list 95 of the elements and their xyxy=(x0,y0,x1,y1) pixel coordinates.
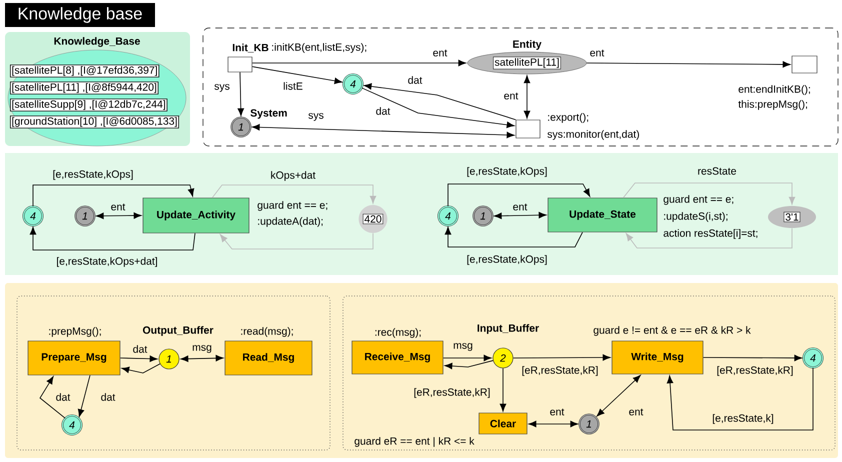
arrow xyxy=(252,66,342,84)
arrow xyxy=(512,354,611,361)
arrow xyxy=(121,363,160,374)
dotted-frame xyxy=(16,296,330,450)
arrow xyxy=(120,356,158,362)
dotted-frame xyxy=(342,296,836,450)
edge-label: dat xyxy=(374,106,392,116)
inscription: guard e != ent & e == eR & kR > k xyxy=(594,326,751,336)
inscription: guard eR == ent | kR <= k xyxy=(354,437,474,447)
token-box: [satelliteSupp[9] ,[I@12db7c,244] xyxy=(10,98,168,112)
inscription: :rec(msg); xyxy=(375,328,421,338)
arrow xyxy=(78,374,90,417)
edge-label: ent xyxy=(432,48,448,58)
edge-label: ent xyxy=(588,48,606,58)
arrow xyxy=(586,61,791,68)
arrow xyxy=(96,212,142,220)
arrow xyxy=(622,182,796,205)
transition-box: Update_State xyxy=(548,198,658,232)
inscription: :updateS(i,st); xyxy=(664,212,728,222)
inscription: :read(msg); xyxy=(241,327,293,337)
arrow xyxy=(252,124,515,138)
arrow xyxy=(702,354,802,362)
arrow xyxy=(361,88,515,128)
place-label: System xyxy=(250,109,287,119)
token-place: 420 xyxy=(358,205,388,233)
edge-label: kOps+dat xyxy=(269,170,317,182)
edge-label: ent xyxy=(502,92,520,100)
inscription: :export(); xyxy=(548,113,588,123)
edge-label: dat xyxy=(54,392,72,402)
inscription: guard ent == e; xyxy=(258,201,328,211)
edge-label: sys xyxy=(307,112,325,122)
edge-label: [e,resState,kOps] xyxy=(52,169,134,181)
arrow xyxy=(30,226,196,250)
transition-box: Prepare_Msg xyxy=(28,340,120,376)
arrow xyxy=(39,376,66,419)
arrow xyxy=(448,184,590,207)
arrow xyxy=(32,184,194,207)
transition-label: Init_KB xyxy=(232,44,268,52)
arrow xyxy=(524,75,530,118)
arrow xyxy=(500,368,506,412)
arrow xyxy=(364,83,516,120)
transition-box: Clear xyxy=(478,412,528,434)
inscription: this:prepMsg(); xyxy=(738,100,807,110)
edge-label: msg xyxy=(452,342,474,352)
arrow xyxy=(596,374,641,416)
edge-label: ent xyxy=(628,408,644,416)
inscription: ent:endInitKB(); xyxy=(738,85,810,95)
token-box: [satellitePL[8] ,[I@17efd36,397] xyxy=(10,64,160,78)
inscription: :prepMsg(); xyxy=(49,327,101,337)
transition-box: Write_Msg xyxy=(612,340,704,374)
edge-label: sys xyxy=(213,83,231,93)
edge-label: [eR,resState,kR] xyxy=(412,387,492,399)
edge-label: dat xyxy=(406,75,424,85)
token-place: 3'1 xyxy=(768,206,816,228)
arrow xyxy=(252,60,466,66)
inscription: :updateA(dat); xyxy=(258,217,323,227)
edge-label: ent xyxy=(110,202,126,212)
arrow xyxy=(180,355,224,362)
title-banner: Knowledge base xyxy=(5,3,155,27)
edge-label: [eR,resState,kR] xyxy=(716,365,794,377)
inscription: sys:monitor(ent,dat) xyxy=(548,130,639,140)
edge-label: [eR,resState,kR] xyxy=(520,365,600,377)
place-label: Input_Buffer xyxy=(478,324,539,334)
transition-box: Read_Msg xyxy=(224,340,312,376)
arrow xyxy=(442,354,492,362)
edge-label: ent xyxy=(512,202,528,212)
edge-label: [e,resState,kOps+dat] xyxy=(55,256,159,268)
edge-label: dat xyxy=(100,392,116,402)
edge-label: listE xyxy=(282,81,304,91)
edge-label: msg xyxy=(191,344,213,354)
transition-box: Update_Activity xyxy=(142,198,250,234)
arrow xyxy=(528,420,578,428)
inscription: action resState[i]=st; xyxy=(664,229,758,239)
place-label: Knowledge_Base xyxy=(54,37,140,47)
inscription: guard ent == e; xyxy=(664,195,734,205)
edge-label: dat xyxy=(132,344,148,354)
arrow xyxy=(626,228,792,248)
place-label: Entity xyxy=(513,40,542,50)
arrow xyxy=(666,367,814,430)
transition-box: Receive_Msg xyxy=(352,340,444,374)
token-box: [groundStation[10] ,[I@6d0085,133] xyxy=(10,116,179,128)
arrow xyxy=(212,184,376,204)
edge-label: ent xyxy=(548,408,566,416)
place-label: Output_Buffer xyxy=(142,326,214,336)
arrow xyxy=(444,360,494,370)
arrow xyxy=(238,72,244,116)
edge-label: [e,resState,k] xyxy=(711,413,775,425)
inscription: :initKB(ent,listE,sys); xyxy=(272,43,366,53)
edge-label: [e,resState,kOps] xyxy=(466,254,548,266)
arrow xyxy=(494,212,547,220)
edge-label: [e,resState,kOps] xyxy=(466,166,548,178)
dashed-frame xyxy=(202,28,838,146)
arrow xyxy=(220,232,374,250)
token-box: [satellitePL[11] ,[I@8f5944,420] xyxy=(10,82,158,94)
arrow xyxy=(444,226,583,248)
